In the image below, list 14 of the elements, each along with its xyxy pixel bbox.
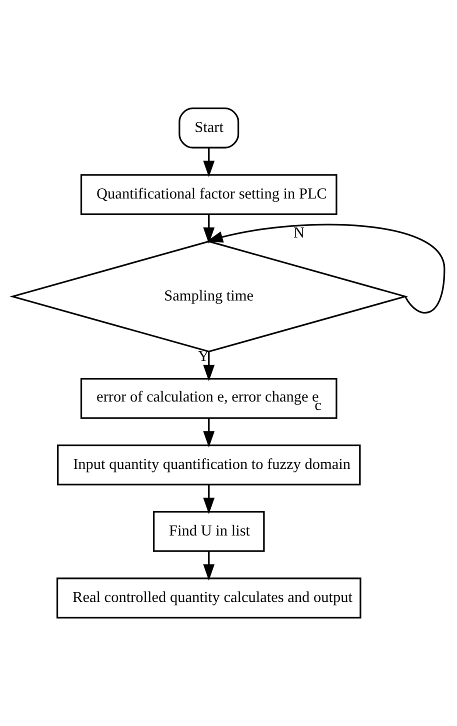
node-diamond: Sampling time bbox=[10, 240, 408, 352]
arrow bbox=[203, 484, 215, 514]
arrow bbox=[203, 352, 215, 382]
arrow bbox=[206, 224, 446, 314]
arrow bbox=[203, 214, 215, 244]
node-box: Input quantity quantification to fuzzy domain bbox=[57, 444, 361, 486]
node-box: Quantificational factor setting in PLC bbox=[80, 174, 338, 215]
arrow bbox=[203, 551, 215, 581]
node-box: Find U in list bbox=[152, 511, 265, 552]
arrow bbox=[203, 148, 215, 178]
node-box: Start bbox=[178, 108, 240, 148]
edge-label: N bbox=[294, 224, 305, 242]
node-box: Real controlled quantity calculates and output bbox=[56, 578, 362, 618]
arrow bbox=[203, 418, 215, 448]
